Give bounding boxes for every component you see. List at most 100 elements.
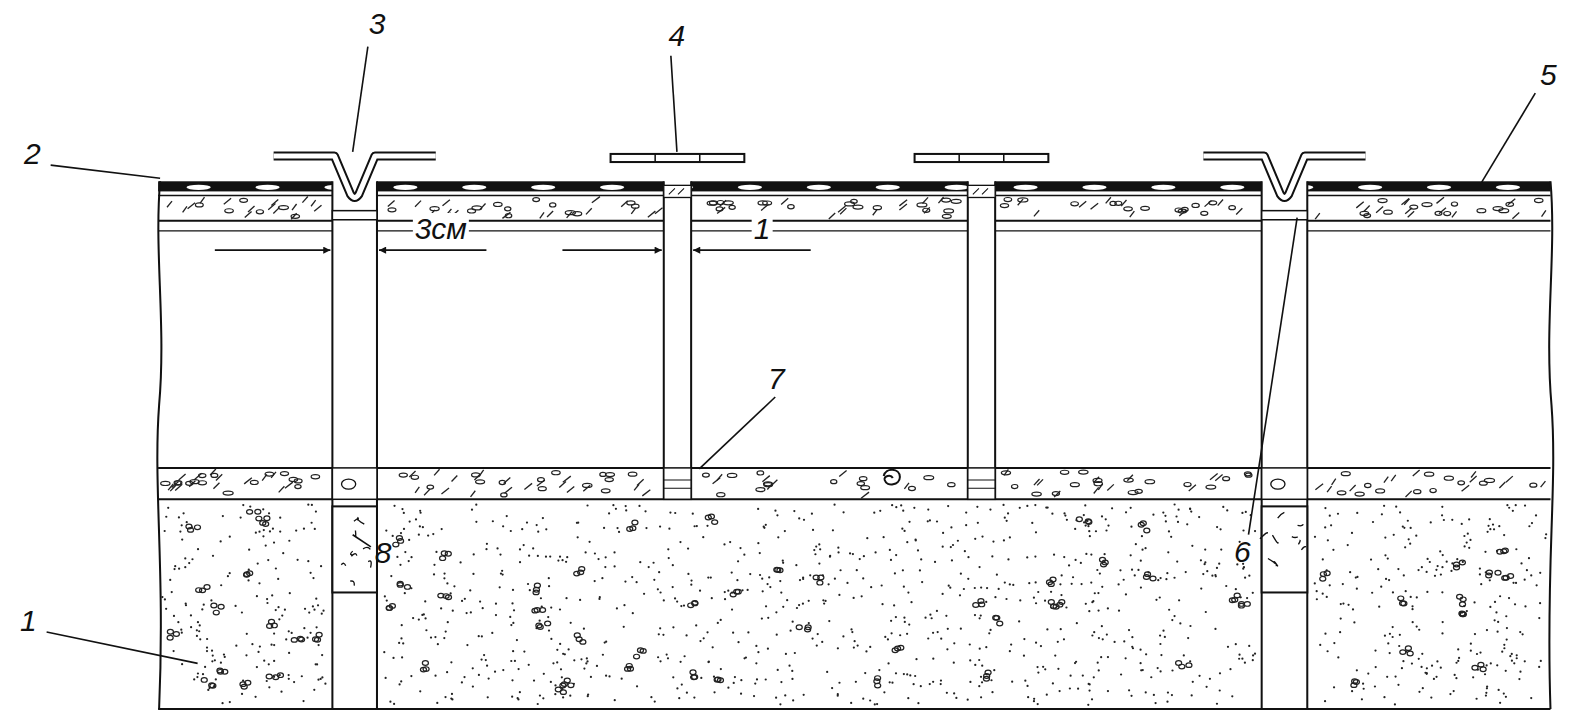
sand-dot [309, 632, 311, 634]
sand-dot [927, 508, 929, 510]
sand-dot [1352, 608, 1354, 610]
sand-dot [432, 533, 434, 535]
pebble [777, 568, 783, 573]
sand-dot [1392, 591, 1394, 593]
sand-dot [302, 700, 304, 702]
sand-dot [893, 604, 895, 606]
sand-dot [266, 598, 268, 600]
sand-dot [267, 559, 269, 561]
sand-dot [1140, 586, 1142, 588]
sand-dot [1128, 629, 1130, 631]
sand-dot [1166, 701, 1168, 703]
aggregate-stone [501, 493, 507, 497]
aggregate-mark [452, 475, 458, 481]
aggregate-stone [505, 214, 511, 218]
sand-dot [1330, 524, 1332, 526]
membrane-gap [1082, 185, 1106, 190]
sand-dot [1244, 662, 1246, 664]
sand-dot [1484, 673, 1486, 675]
sand-dot [1219, 672, 1221, 674]
sand-dot [1089, 683, 1091, 685]
sand-dot [902, 569, 904, 571]
sand-dot [1506, 627, 1508, 629]
sand-dot [223, 653, 225, 655]
sand-dot [165, 608, 167, 610]
sand-dot [303, 528, 305, 530]
sand-dot [1246, 597, 1248, 599]
sand-dot [510, 660, 512, 662]
sand-dot [1130, 526, 1132, 528]
sand-dot [1538, 617, 1540, 619]
sand-dot [177, 621, 179, 623]
sand-dot [1026, 685, 1028, 687]
sand-dot [788, 665, 790, 667]
sand-dot [1074, 662, 1076, 664]
aggregate-stone [758, 201, 767, 205]
callout-number: 4 [667, 20, 688, 52]
sand-dot [1141, 549, 1143, 551]
sand-dot [447, 621, 449, 623]
sand-dot [1487, 525, 1489, 527]
sand-dot [996, 574, 998, 576]
aggregate-stone [1451, 202, 1457, 206]
aggregate-mark [248, 206, 255, 212]
sand-dot [901, 528, 903, 530]
aggregate-mark [637, 479, 644, 485]
sand-dot [1066, 519, 1068, 521]
sand-dot [590, 676, 592, 678]
sand-dot [1009, 536, 1011, 538]
sand-dot [1440, 667, 1442, 669]
sand-dot [268, 686, 270, 688]
sand-dot [680, 605, 682, 607]
sand-dot [1131, 569, 1133, 571]
pebble [398, 539, 404, 544]
aggregate-mark [631, 208, 635, 214]
aggregate-stone [853, 205, 863, 209]
aggregate-mark [840, 208, 846, 214]
pebble [273, 675, 279, 680]
sand-dot [895, 506, 897, 508]
sand-dot [763, 527, 765, 529]
pebble [817, 580, 823, 585]
aggregate-mark [314, 205, 321, 211]
sand-dot [182, 512, 184, 514]
sand-dot [667, 548, 669, 550]
sand-dot [947, 505, 949, 507]
sand-dot [548, 585, 550, 587]
pebble [1453, 565, 1459, 570]
sand-dot [1441, 632, 1443, 634]
sand-dot [990, 679, 992, 681]
sand-dot [1005, 598, 1007, 600]
sand-dot [404, 592, 406, 594]
sand-dot [1064, 514, 1066, 516]
pebble [167, 629, 173, 634]
sand-dot [907, 697, 909, 699]
aggregate-stone [600, 472, 606, 476]
pebble [1502, 576, 1508, 581]
sand-dot [562, 653, 564, 655]
sand-dot [436, 702, 438, 704]
sand-dot [570, 622, 572, 624]
sand-dot [870, 586, 872, 588]
aggregate-mark [1391, 475, 1396, 481]
sand-dot [1362, 683, 1364, 685]
sand-dot [519, 548, 521, 550]
sand-dot [942, 546, 944, 548]
sand-dot [1023, 655, 1025, 657]
sand-dot [777, 536, 779, 538]
sand-dot [1442, 554, 1444, 556]
sand-dot [257, 651, 259, 653]
sand-dot [577, 536, 579, 538]
sand-dot [942, 593, 944, 595]
pebble [167, 635, 173, 640]
sand-dot [1395, 506, 1397, 508]
sand-dot [1410, 527, 1412, 529]
sand-dot [874, 703, 876, 705]
sand-dot [757, 508, 759, 510]
sand-dot [229, 572, 231, 574]
sand-dot [1090, 553, 1092, 555]
sand-dot [1440, 574, 1442, 576]
sand-dot [814, 553, 816, 555]
sand-dot [1409, 543, 1411, 545]
sand-dot [1356, 576, 1358, 578]
